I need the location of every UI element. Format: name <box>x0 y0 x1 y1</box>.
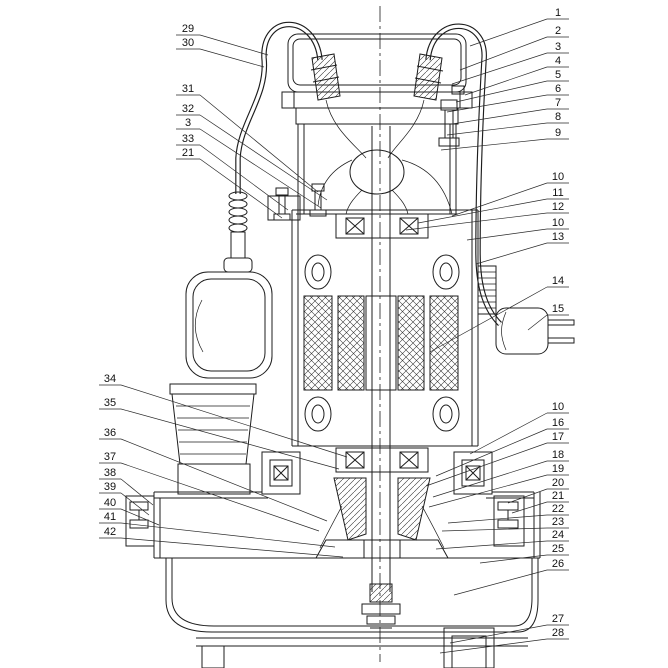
callout-35: 35 <box>104 397 116 409</box>
stator-windings <box>303 295 459 391</box>
flange-left <box>125 495 155 547</box>
callout-34: 34 <box>104 373 116 385</box>
bolt-assembly-right-top <box>438 85 465 147</box>
float-switch <box>185 191 273 379</box>
callout-26: 26 <box>552 558 564 570</box>
cable-gland-left <box>310 53 341 101</box>
callout-1: 1 <box>555 7 561 19</box>
callout-16: 16 <box>552 417 564 429</box>
base-stand <box>165 558 539 668</box>
callout-21: 21 <box>552 490 564 502</box>
cooling-ribs <box>477 265 497 315</box>
callout-24: 24 <box>552 529 564 541</box>
callout-38: 38 <box>104 467 116 479</box>
callout-30: 30 <box>182 37 194 49</box>
leader-lines <box>120 18 548 654</box>
callout-19: 19 <box>552 463 564 475</box>
callout-15: 15 <box>552 303 564 315</box>
terminal-block <box>349 149 405 195</box>
callout-36: 36 <box>104 427 116 439</box>
lower-bearing <box>335 447 429 473</box>
callout-10-lower: 10 <box>552 401 564 413</box>
flange-right <box>493 495 525 547</box>
callout-3: 3 <box>555 41 561 53</box>
callout-10-upper: 10 <box>552 171 564 183</box>
callout-8: 8 <box>555 111 561 123</box>
callout-12: 12 <box>552 201 564 213</box>
cable-gland-right <box>413 53 444 101</box>
seal-housing-lugs <box>261 451 493 495</box>
callout-39: 39 <box>104 481 116 493</box>
callout-31: 31 <box>182 83 194 95</box>
callout-11: 11 <box>552 187 563 199</box>
callout-6: 6 <box>555 83 561 95</box>
top-plate <box>295 107 459 125</box>
terminal-chamber <box>296 99 458 215</box>
rotor-shaft <box>365 126 397 592</box>
callout-28: 28 <box>552 627 564 639</box>
callout-33: 33 <box>182 133 194 145</box>
callout-10-mid: 10 <box>552 217 564 229</box>
callout-7: 7 <box>555 97 561 109</box>
callout-32: 32 <box>182 103 194 115</box>
base-leg-left <box>201 645 225 668</box>
cable-left <box>235 21 323 194</box>
callout-18: 18 <box>552 449 564 461</box>
upper-bearing <box>335 213 429 239</box>
callout-17: 17 <box>552 431 564 443</box>
callout-27: 27 <box>552 613 564 625</box>
callout-underlines <box>99 18 569 640</box>
callout-2: 2 <box>555 25 561 37</box>
callout-23: 23 <box>552 516 564 528</box>
callout-20: 20 <box>552 477 564 489</box>
top-cap <box>281 33 473 109</box>
callout-42: 42 <box>104 526 116 538</box>
callout-3-left: 3 <box>185 117 191 129</box>
callout-14: 14 <box>552 275 564 287</box>
callout-21-left: 21 <box>182 147 194 159</box>
winding-end-turns <box>304 254 460 432</box>
callout-labels: 1 2 3 4 5 6 7 8 9 10 11 12 10 13 14 15 1… <box>104 7 564 639</box>
power-plug <box>495 307 575 355</box>
callout-37: 37 <box>104 451 116 463</box>
callout-4: 4 <box>555 55 561 67</box>
callout-22: 22 <box>552 503 564 515</box>
callout-40: 40 <box>104 497 116 509</box>
callout-41: 41 <box>104 511 116 523</box>
callout-13: 13 <box>552 231 564 243</box>
callout-9: 9 <box>555 127 561 139</box>
cable-right <box>425 23 503 326</box>
discharge-outlet <box>169 383 257 495</box>
seal-chamber <box>333 477 431 541</box>
callout-29: 29 <box>182 23 194 35</box>
callout-25: 25 <box>552 543 564 555</box>
shaft-end-nut <box>361 583 401 629</box>
impeller <box>315 505 449 559</box>
bottom-suction-box <box>443 627 495 668</box>
motor-housing <box>291 209 479 447</box>
callout-5: 5 <box>555 69 561 81</box>
